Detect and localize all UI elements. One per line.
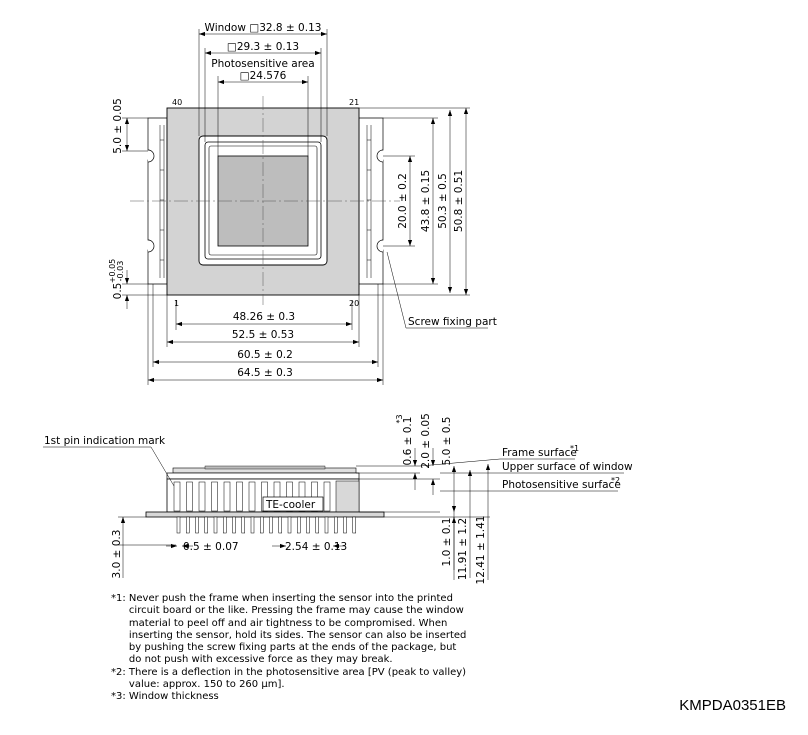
- dim-60-5: 60.5 ± 0.2: [237, 349, 293, 361]
- footnote-text: Window thickness: [128, 691, 219, 703]
- side-external-pins: [176, 516, 356, 534]
- side-view: TE-cooler 1st pin indication mark 3.0 ± …: [43, 413, 633, 584]
- right-dimensions: 20.0 ± 0.2 43.8 ± 0.15 50.3 ± 0.5 50.8 ±…: [359, 107, 470, 296]
- footnote-key: *3:: [111, 691, 129, 703]
- dim-64-5: 64.5 ± 0.3: [237, 367, 293, 379]
- first-pin-mark-label: 1st pin indication mark: [44, 435, 166, 447]
- dim-43-8: 43.8 ± 0.15: [420, 170, 432, 232]
- lead-pin: [287, 516, 292, 534]
- te-cooler-label: TE-cooler: [265, 499, 316, 511]
- dim-20-0: 20.0 ± 0.2: [397, 173, 409, 229]
- dim-50-3: 50.3 ± 0.5: [437, 173, 449, 229]
- internal-pin: [198, 481, 206, 512]
- left-dimensions: 5.0 ± 0.05 0.5 +0.05 -0.03: [108, 98, 167, 309]
- internal-pin: [223, 481, 231, 512]
- edge-offset-tol-bot: -0.03: [116, 261, 125, 282]
- lead-pin: [260, 516, 264, 534]
- frame-surface-label: Frame surface: [502, 447, 577, 459]
- photosensitive-area-dim: □24.576: [240, 70, 287, 82]
- lead-pin: [232, 516, 236, 534]
- photosensitive-surface-label: Photosensitive surface: [502, 479, 621, 491]
- document-code: KMPDA0351EB: [679, 697, 786, 714]
- lead-pin: [315, 516, 319, 534]
- photosensitive-area-label: Photosensitive area: [211, 58, 314, 70]
- footnotes: *1: Never push the frame when inserting …: [111, 593, 471, 704]
- footnote-2: *2: There is a deflection in the photose…: [111, 667, 471, 692]
- internal-pin: [186, 481, 193, 512]
- frame-surface-note: *1: [570, 444, 579, 453]
- photosensitive-surface-note: *2: [611, 476, 620, 485]
- internal-pin: [173, 481, 181, 512]
- lead-pin: [306, 516, 310, 534]
- footnote-3: *3: Window thickness: [111, 691, 471, 703]
- lead-pin: [223, 516, 227, 534]
- flange-pin-strips: [159, 125, 372, 278]
- side-internal-pins: [173, 481, 331, 512]
- footnote-text: Never push the frame when inserting the …: [128, 593, 467, 666]
- lead-pin: [343, 516, 347, 534]
- lead-pin: [278, 516, 282, 534]
- dim-50-8: 50.8 ± 0.51: [453, 170, 465, 232]
- footnote-text: There is a deflection in the photosensit…: [128, 666, 467, 691]
- edge-offset-dim: 0.5: [112, 283, 124, 300]
- lead-pin: [324, 516, 329, 534]
- lead-pin: [352, 516, 356, 534]
- dim-12-41: 12.41 ± 1.41: [475, 516, 487, 585]
- upper-window-label: Upper surface of window: [502, 461, 633, 473]
- dim-5-0-side: 5.0 ± 0.5: [441, 417, 453, 466]
- dim-2-54: 2.54 ± 0.13: [285, 541, 347, 553]
- dim-3-0: 3.0 ± 0.3: [111, 530, 123, 579]
- dim-52-5: 52.5 ± 0.53: [232, 329, 294, 341]
- te-cooler: [262, 496, 324, 512]
- dim-0-5-pin: 0.5 ± 0.07: [183, 541, 239, 553]
- internal-pin: [211, 481, 218, 512]
- lead-pin: [176, 516, 181, 534]
- inner-frame-dim: □29.3 ± 0.13: [227, 41, 299, 53]
- dim-0-6: 0.6 ± 0.1: [402, 417, 414, 466]
- bottom-dimensions: 48.26 ± 0.3 52.5 ± 0.53 60.5 ± 0.2 64.5 …: [147, 284, 384, 385]
- screw-fixing-part-label: Screw fixing part: [408, 316, 497, 328]
- dim-11-91: 11.91 ± 1.2: [457, 518, 469, 580]
- footnote-key: *2:: [111, 666, 129, 678]
- dim-1-0: 1.0 ± 0.1: [441, 518, 453, 567]
- screw-pitch-dim: 5.0 ± 0.05: [112, 98, 124, 154]
- top-view: 40 21 1 20 Window □32.8 ± 0.13 □29.3 ± 0…: [108, 22, 497, 385]
- pin-20-label: 20: [349, 299, 359, 308]
- edge-offset-tol-top: +0.05: [108, 259, 117, 284]
- side-frame: [166, 472, 360, 480]
- footnote-key: *1:: [111, 593, 129, 604]
- window-dim: Window □32.8 ± 0.13: [205, 22, 322, 34]
- internal-pin: [323, 481, 331, 512]
- lead-pin: [241, 516, 245, 534]
- lead-pin: [186, 516, 190, 534]
- footnote-1: *1: Never push the frame when inserting …: [111, 593, 471, 667]
- lead-pin: [297, 516, 301, 534]
- lead-pin: [334, 516, 338, 534]
- dim-2-0: 2.0 ± 0.05: [420, 413, 432, 469]
- pin-1-label: 1: [174, 299, 179, 308]
- lead-pin: [204, 516, 208, 534]
- lead-pin: [250, 516, 255, 534]
- lead-pin: [269, 516, 273, 534]
- top-dimensions: Window □32.8 ± 0.13 □29.3 ± 0.13 Photose…: [198, 22, 328, 156]
- pin-21-label: 21: [349, 98, 359, 107]
- internal-pin: [248, 481, 256, 512]
- dim-0-6-note: *3: [395, 414, 404, 423]
- pin-40-label: 40: [172, 98, 182, 107]
- lead-pin: [195, 516, 199, 534]
- side-flange: [145, 511, 385, 518]
- internal-pin: [236, 481, 243, 512]
- lead-pin: [213, 516, 218, 534]
- dim-48-26: 48.26 ± 0.3: [233, 311, 295, 323]
